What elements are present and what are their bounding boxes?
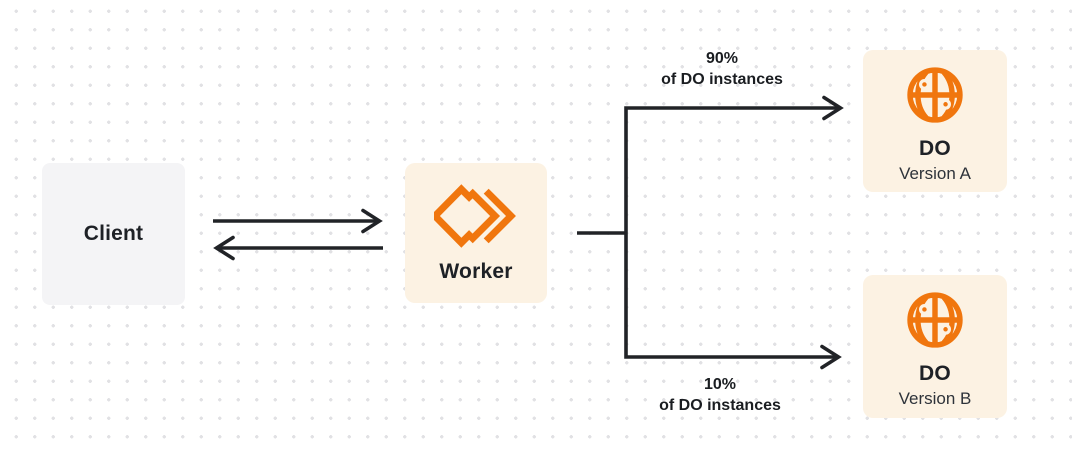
globe-icon bbox=[903, 63, 967, 127]
branch-arrowhead-90 bbox=[822, 95, 844, 121]
code-chevrons-icon bbox=[434, 184, 518, 248]
top-branch-caption: of DO instances bbox=[661, 71, 783, 88]
do-version-b-node: DO Version B bbox=[863, 275, 1007, 418]
worker-split-line bbox=[577, 95, 844, 370]
bottom-branch-label: 10% of DO instances bbox=[618, 374, 822, 416]
bottom-branch-caption: of DO instances bbox=[659, 397, 781, 414]
worker-to-client-arrow bbox=[213, 235, 383, 261]
do-b-title: DO bbox=[919, 362, 951, 385]
do-a-subtitle: Version A bbox=[899, 164, 971, 183]
client-node: Client bbox=[42, 163, 185, 305]
do-version-a-node: DO Version A bbox=[863, 50, 1007, 192]
worker-label: Worker bbox=[439, 260, 513, 283]
do-b-subtitle: Version B bbox=[898, 389, 972, 408]
bottom-branch-percent: 10% bbox=[703, 376, 737, 393]
worker-node: Worker bbox=[405, 163, 547, 303]
do-a-title: DO bbox=[919, 137, 951, 160]
globe-icon bbox=[903, 288, 967, 352]
top-branch-label: 90% of DO instances bbox=[620, 48, 824, 90]
client-to-worker-arrow bbox=[213, 208, 383, 234]
top-branch-percent: 90% bbox=[705, 50, 739, 67]
branch-arrowhead-10 bbox=[820, 344, 842, 370]
client-label: Client bbox=[83, 222, 144, 245]
